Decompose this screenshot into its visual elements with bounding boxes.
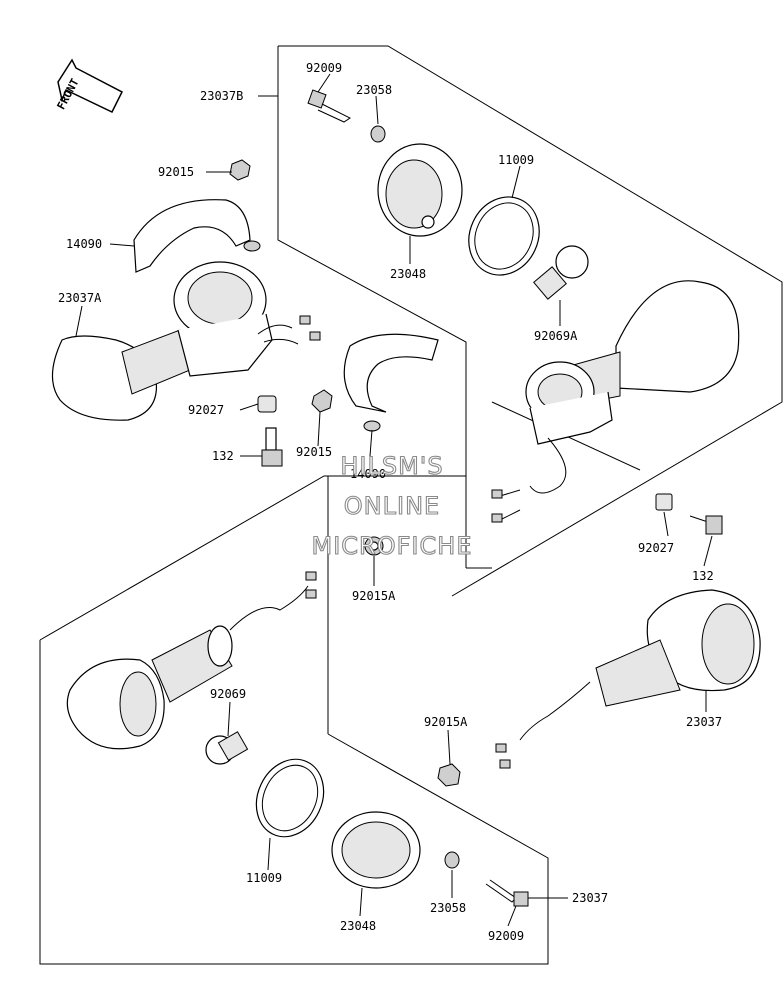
callout-92015a-bottom: 92015A [424, 715, 468, 729]
gasket-11009-bottom [255, 758, 325, 838]
screw-92009-bottom-icon [485, 879, 529, 907]
watermark-line-1: HILSM'S [340, 452, 443, 480]
callout-23048-bottom: 23048 [340, 919, 376, 933]
spacer-92027-right-icon [655, 493, 673, 511]
watermark-line-3: MICROFICHE [312, 532, 473, 560]
lens-housing-23048-top [377, 143, 463, 237]
washer-23058-top-icon [370, 125, 386, 143]
turn-signal-lamp-lower-left [66, 571, 317, 750]
clamp-cover-14090-mid [343, 333, 439, 432]
spacer-92027-left-icon [257, 395, 277, 413]
turn-signal-lamp-right-rear [491, 280, 740, 523]
leader-lines [75, 73, 713, 927]
clamp-cover-14090-left [133, 199, 261, 273]
callout-11009-top: 11009 [498, 153, 534, 167]
callout-11009-bottom: 11009 [246, 871, 282, 885]
turn-signal-lamp-23037-right [495, 589, 761, 769]
callout-14090-mid: 14090 [350, 467, 386, 481]
callout-23058-bottom: 23058 [430, 901, 466, 915]
assembly-outlines [39, 45, 783, 965]
lens-23048-bottom [331, 811, 421, 889]
nut-92015-mid-icon [311, 389, 333, 413]
nut-92015a-mid-icon [364, 536, 384, 556]
callout-92015-left: 92015 [158, 165, 194, 179]
callout-132-right: 132 [692, 569, 714, 583]
callout-92015-mid: 92015 [296, 445, 332, 459]
callout-23037b: 23037B [200, 89, 243, 103]
callout-132-left: 132 [212, 449, 234, 463]
bulb-92069-icon [205, 731, 249, 765]
callout-92069: 92069 [210, 687, 246, 701]
callout-23037-right: 23037 [686, 715, 722, 729]
callout-14090-left: 14090 [66, 237, 102, 251]
callout-92015a-mid: 92015A [352, 589, 396, 603]
bulb-92069a-icon [533, 245, 589, 300]
nut-92015a-bottom-icon [437, 763, 461, 787]
bolt-132-right-icon [689, 515, 723, 535]
watermark: HILSM'S ONLINE MICROFICHE [311, 451, 473, 560]
front-arrow-icon: FRONT [55, 58, 124, 113]
callout-23037-bottom: 23037 [572, 891, 608, 905]
callout-23058-top: 23058 [356, 83, 392, 97]
bolt-132-left-icon [261, 427, 283, 467]
callout-92027-right: 92027 [638, 541, 674, 555]
screw-92009-top-icon [307, 89, 351, 123]
callout-92009-bottom: 92009 [488, 929, 524, 943]
callout-labels: 92009 23037B 23058 11009 92015 14090 230… [58, 61, 722, 943]
callout-23037a: 23037A [58, 291, 102, 305]
callout-92069a: 92069A [534, 329, 578, 343]
callout-92009-top: 92009 [306, 61, 342, 75]
nut-92015-left-icon [229, 159, 251, 181]
turn-signal-lamp-23037a [51, 261, 321, 421]
callout-92027-left: 92027 [188, 403, 224, 417]
washer-23058-bottom-icon [444, 851, 460, 869]
callout-23048-top: 23048 [390, 267, 426, 281]
gasket-11009-top [468, 196, 540, 276]
watermark-line-2: ONLINE [344, 492, 440, 520]
